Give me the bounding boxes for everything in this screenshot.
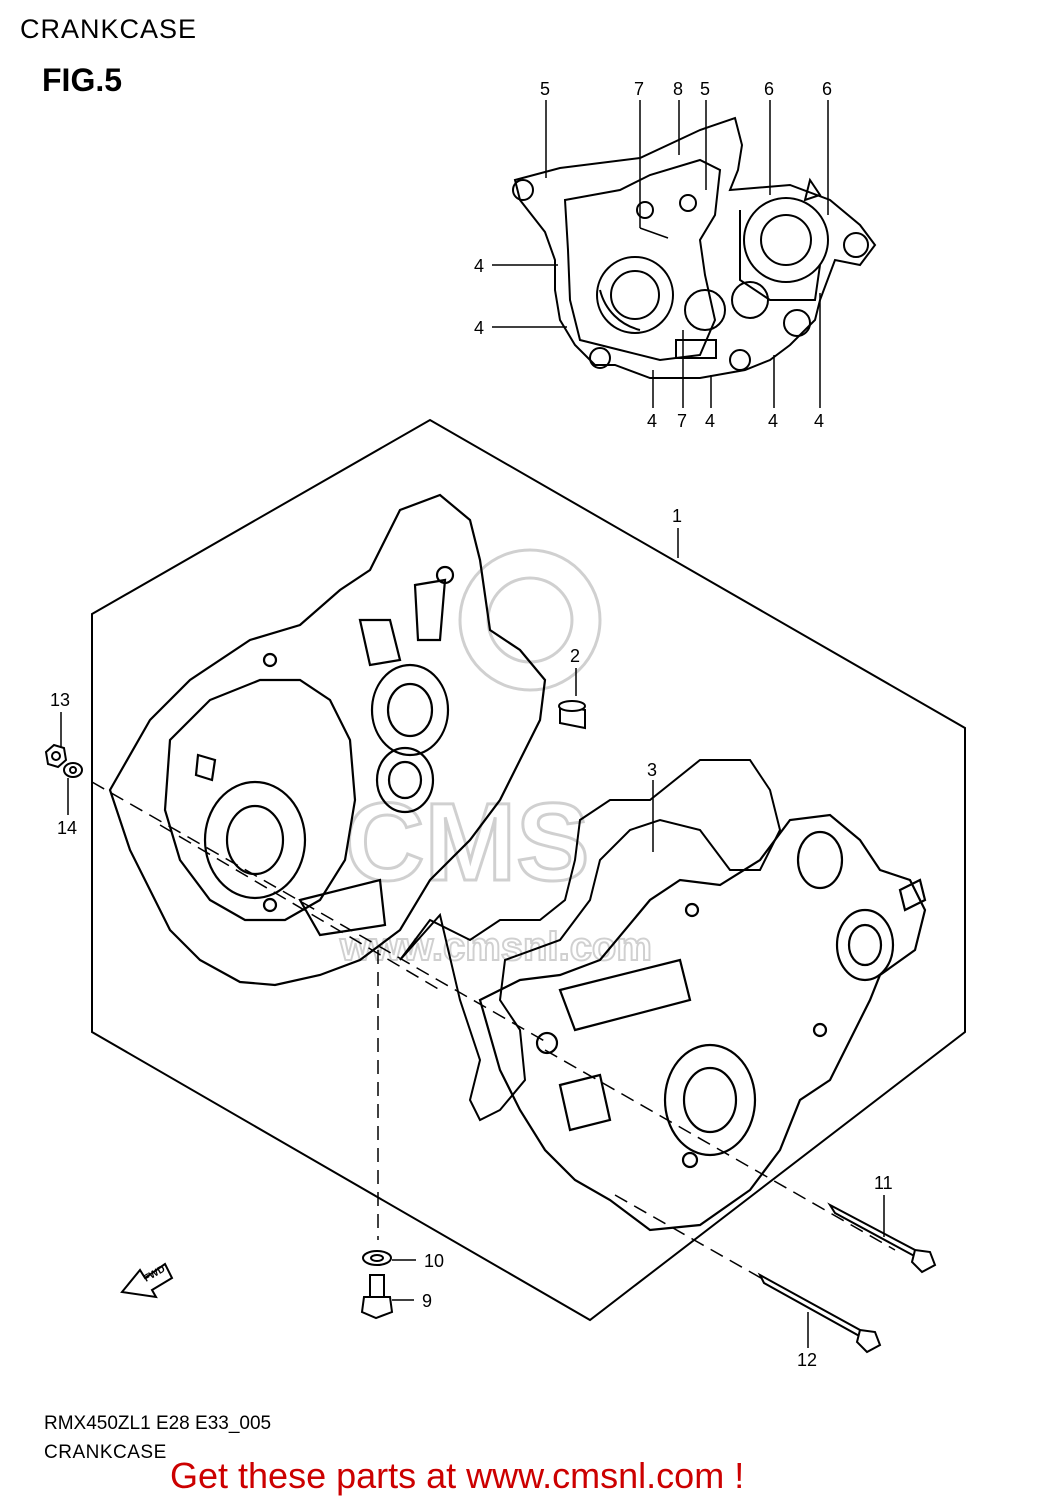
callout-5: 5 <box>700 79 710 99</box>
callout-14: 14 <box>57 818 77 838</box>
page-title: CRANKCASE <box>20 14 198 44</box>
callout-12: 12 <box>797 1350 817 1370</box>
callout-4: 4 <box>647 411 657 431</box>
callout-numbers: 5 7 8 5 6 6 4 4 4 7 4 4 4 1 2 3 13 14 10… <box>50 79 893 1370</box>
callout-13: 13 <box>50 690 70 710</box>
assembly-frame <box>91 418 966 1322</box>
dowel-pin <box>558 700 586 730</box>
callout-9: 9 <box>422 1291 432 1311</box>
callout-11: 11 <box>874 1173 893 1193</box>
forward-arrow-icon: FWD <box>120 1262 174 1299</box>
cms-watermark: CMS www.cmsnl.com <box>338 548 653 970</box>
diagram-code: RMX450ZL1 E28 E33_005 <box>44 1413 272 1434</box>
left-crankcase-half <box>108 493 547 987</box>
callout-1: 1 <box>672 506 682 526</box>
inset-leader-lines <box>492 100 829 408</box>
right-crankcase-half <box>478 813 927 1232</box>
callout-6: 6 <box>764 79 774 99</box>
callout-4: 4 <box>474 318 484 338</box>
alignment-lines <box>91 781 896 1341</box>
callout-3: 3 <box>647 760 657 780</box>
callout-5: 5 <box>540 79 550 99</box>
figure-label: FIG.5 <box>42 62 123 98</box>
callout-6: 6 <box>822 79 832 99</box>
callout-7: 7 <box>634 79 644 99</box>
callout-10: 10 <box>424 1251 444 1271</box>
main-leader-lines <box>60 528 885 1348</box>
callout-4: 4 <box>474 256 484 276</box>
callout-7: 7 <box>677 411 687 431</box>
long-bolts <box>757 1202 937 1354</box>
svg-text:www.cmsnl.com: www.cmsnl.com <box>339 925 652 969</box>
callout-4: 4 <box>768 411 778 431</box>
callout-4: 4 <box>814 411 824 431</box>
callout-2: 2 <box>570 646 580 666</box>
bolt-and-washer <box>360 1250 394 1320</box>
callout-8: 8 <box>673 79 683 99</box>
nut-and-washer <box>44 743 83 778</box>
parts-link-banner[interactable]: Get these parts at www.cmsnl.com ! <box>170 1455 745 1496</box>
callout-4: 4 <box>705 411 715 431</box>
diagram-caption: CRANKCASE <box>44 1442 167 1463</box>
inset-crankcase-view <box>512 116 877 379</box>
crankcase-gasket <box>399 759 782 1122</box>
